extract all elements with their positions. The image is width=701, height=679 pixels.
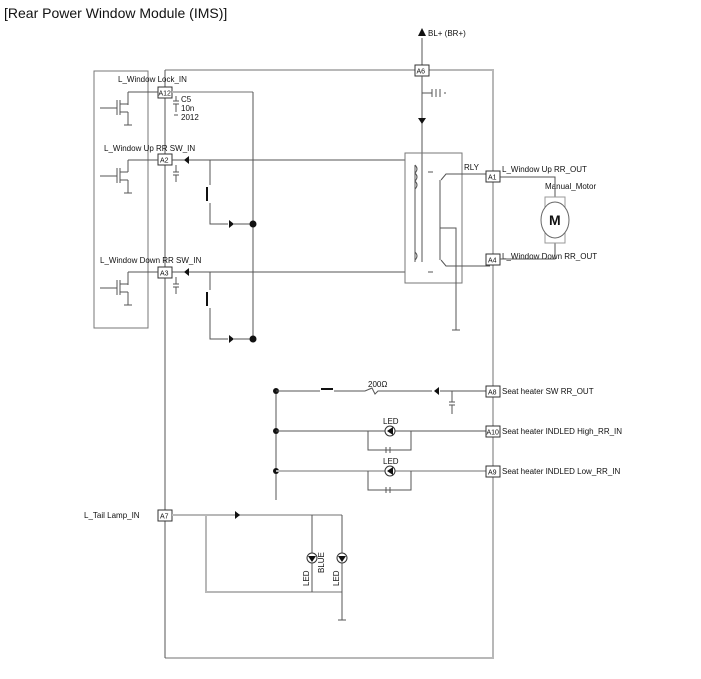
tail-wire — [172, 514, 342, 593]
up-wire — [172, 159, 405, 182]
up-return-diode-icon — [229, 220, 234, 228]
led-low-label: LED — [383, 457, 399, 466]
led-tail-glyph — [338, 556, 346, 562]
pin-a2: A2 — [160, 158, 169, 165]
motor-icon — [540, 201, 570, 239]
up-transistor-icon — [100, 159, 158, 194]
led-blue-glyph — [308, 556, 316, 562]
relay-coils-contacts-icon — [414, 164, 490, 331]
motor-label: Manual_Motor — [545, 182, 596, 191]
motor-symbol: M — [549, 212, 561, 228]
seat-low-bypass — [367, 471, 412, 493]
down-diode-icon — [184, 268, 189, 276]
cap-value: 10n — [181, 104, 194, 113]
output-label-seat-high: Seat heater INDLED High_RR_IN — [502, 427, 622, 436]
pin-a6: A6 — [417, 69, 426, 76]
down-transistor-icon — [100, 271, 158, 306]
up-diode-icon — [184, 156, 189, 164]
power-diode-icon — [418, 118, 426, 124]
output-label-seat-low: Seat heater INDLED Low_RR_IN — [502, 467, 621, 476]
down-wire — [172, 271, 405, 294]
down-switch-wire — [209, 272, 253, 340]
pin-a10: A10 — [487, 430, 500, 437]
seat-sw-wire — [276, 387, 486, 414]
led-high-glyph — [387, 427, 393, 435]
led-high-label: LED — [383, 417, 399, 426]
output-label-up: L_Window Up RR_OUT — [502, 165, 587, 174]
led-blue-color: BLUE — [317, 552, 326, 573]
input-driver-box — [93, 70, 149, 329]
junction-dot — [249, 220, 257, 228]
input-label-tail: L_Tail Lamp_IN — [84, 511, 140, 520]
resistor-label: 200Ω — [368, 380, 387, 389]
pin-a7: A7 — [160, 514, 169, 521]
led-tail2-label: LED — [332, 570, 341, 586]
output-label-down: L_Window Down RR_OUT — [502, 252, 597, 261]
diagram-title: [Rear Power Window Module (IMS)] — [4, 5, 228, 21]
pin-a4: A4 — [488, 258, 497, 265]
pin-box-a8 — [485, 385, 501, 398]
led-low-glyph — [387, 467, 393, 475]
pin-box-a10 — [485, 425, 501, 438]
seat-high-wire — [276, 430, 486, 453]
motor-wiring — [500, 176, 556, 260]
led-tail1-label: LED — [302, 570, 311, 586]
pin-a9: A9 — [488, 470, 497, 477]
input-label-up: L_Window Up RR SW_IN — [104, 144, 195, 153]
relay-label: RLY — [464, 163, 480, 172]
power-arrow-icon — [418, 28, 426, 36]
seat-sw-diode-icon — [434, 387, 439, 395]
output-label-seat-sw: Seat heater SW RR_OUT — [502, 387, 594, 396]
junction-dot — [249, 335, 257, 343]
input-label-down: L_Window Down RR SW_IN — [100, 256, 202, 265]
pin-a12: A12 — [159, 91, 172, 98]
c5-capacitor-icon — [173, 96, 179, 116]
pin-a3: A3 — [160, 271, 169, 278]
pin-a8: A8 — [488, 390, 497, 397]
pin-box-a9 — [485, 465, 501, 478]
pin-a1: A1 — [488, 175, 497, 182]
power-label: BL+ (BR+) — [428, 29, 466, 38]
relay-box — [404, 152, 463, 284]
cap-ref: C5 — [181, 95, 192, 104]
input-label-lock: L_Window Lock_IN — [118, 75, 187, 84]
cap-package: 2012 — [181, 113, 199, 122]
up-switch-wire — [209, 160, 253, 225]
lock-transistor-icon — [100, 91, 158, 126]
down-return-diode-icon — [229, 335, 234, 343]
module-outline-top-right-bottom — [165, 69, 494, 659]
power-capacitor-icon — [422, 89, 446, 97]
tail-diode-icon — [235, 511, 240, 519]
